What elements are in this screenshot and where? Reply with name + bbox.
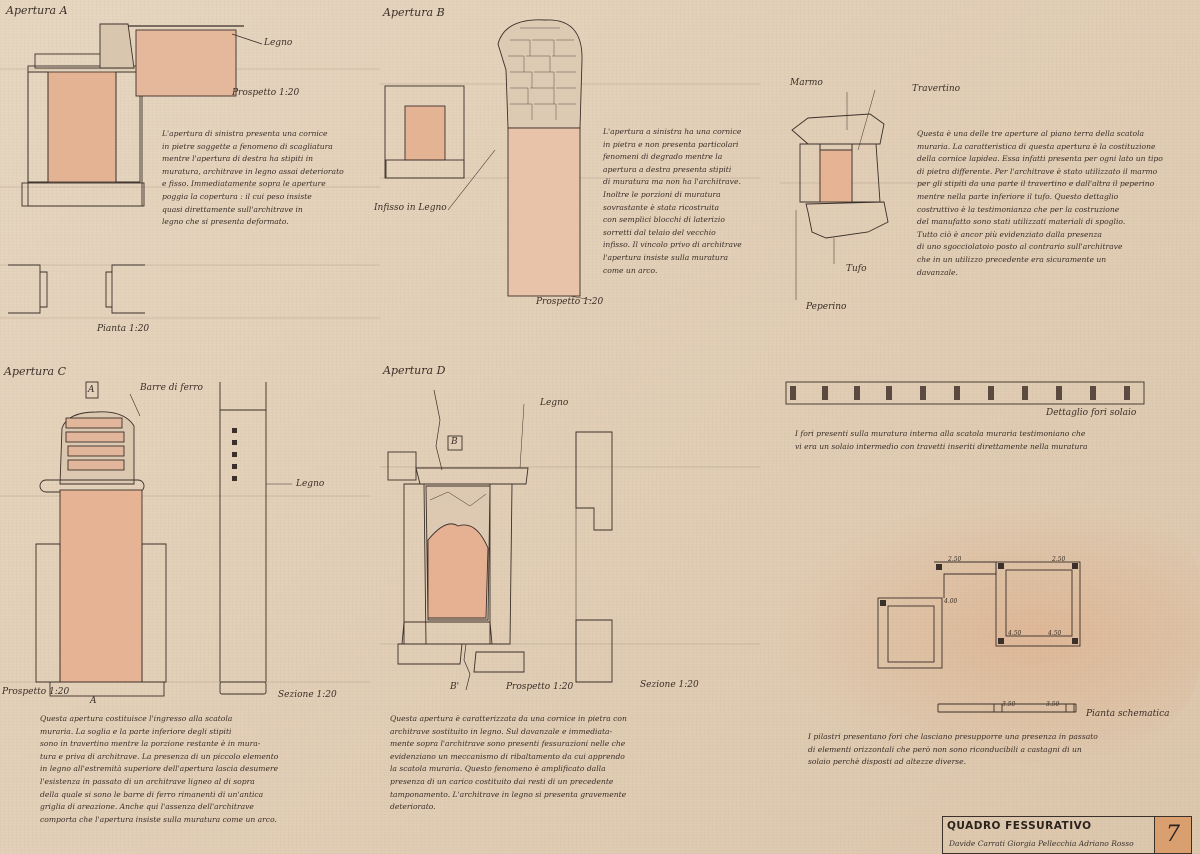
pianta-schematica-description: I pilastri presentano fori che lasciano … (808, 732, 1098, 767)
apertura-d-mark-b-top: B (451, 437, 458, 447)
apertura-a-title: Apertura A (6, 4, 68, 17)
apertura-c-sezione-label: Sezione 1:20 (278, 690, 337, 700)
apertura-b-prospetto-label: Prospetto 1:20 (536, 297, 604, 307)
apertura-c-prospetto-label: Prospetto 1:20 (2, 687, 70, 697)
apertura-d-title: Apertura D (383, 364, 446, 377)
apertura-marmo-description: Questa è una delle tre aperture al piano… (917, 129, 1163, 277)
pianta-dim-2: 2.50 (1052, 556, 1066, 563)
pianta-dim-1: 2.50 (948, 556, 962, 563)
pianta-dim-4: 4.50 (1008, 630, 1022, 637)
authors: Davide Carrati Giorgia Pellecchia Adrian… (949, 839, 1134, 848)
apertura-b-drawing (384, 19, 593, 301)
apertura-b-infisso-label: Infisso in Legno (374, 203, 447, 213)
apertura-c-mark-a-top: A (88, 385, 95, 395)
apertura-c-barre-label: Barre di ferro (140, 383, 203, 393)
apertura-a-description: L'apertura di sinistra presenta una corn… (162, 129, 344, 227)
pianta-schematica-drawing (877, 561, 1081, 713)
apertura-d-drawing (387, 389, 613, 691)
sheet-number: 7 (1154, 817, 1191, 853)
apertura-c-drawing (35, 381, 292, 697)
apertura-d-prospetto-label: Prospetto 1:20 (506, 682, 574, 692)
apertura-b-title: Apertura B (383, 6, 445, 19)
travertino-label: Travertino (912, 84, 961, 94)
apertura-d-legno-label: Legno (540, 398, 569, 408)
apertura-marmo-drawing (791, 89, 889, 300)
pianta-schematica-label: Pianta schematica (1086, 709, 1170, 719)
apertura-a-pianta-label: Pianta 1:20 (97, 324, 150, 334)
apertura-d-sezione-label: Sezione 1:20 (640, 680, 699, 690)
apertura-a-drawing (8, 23, 263, 314)
dettaglio-fori-label: Dettaglio fori solaio (1046, 408, 1137, 418)
pianta-dim-5: 4.50 (1048, 630, 1062, 637)
sheet-title: QUADRO FESSURATIVO (947, 820, 1092, 832)
watercolor-stain (780, 500, 1200, 770)
pianta-dim-6: 3.50 (1002, 701, 1016, 708)
pianta-dim-7: 3.50 (1046, 701, 1060, 708)
apertura-c-description: Questa apertura costituisce l'ingresso a… (40, 714, 279, 824)
apertura-c-title: Apertura C (4, 365, 66, 378)
apertura-c-mark-a-bottom: A (90, 696, 97, 706)
apertura-c-legno-label: Legno (296, 479, 325, 489)
pianta-dim-3: 4.00 (944, 598, 958, 605)
title-block: QUADRO FESSURATIVO Davide Carrati Giorgi… (942, 816, 1192, 854)
dettaglio-fori-description: I fori presenti sulla muratura interna a… (795, 429, 1088, 451)
apertura-d-description: Questa apertura è caratterizzata da una … (390, 714, 627, 812)
dettaglio-fori-drawing (785, 381, 1145, 405)
peperino-label: Peperino (806, 302, 847, 312)
tufo-label: Tufo (846, 264, 867, 274)
apertura-d-mark-b-bottom: B' (450, 682, 460, 692)
marmo-label: Marmo (790, 78, 823, 88)
apertura-a-legno-label: Legno (264, 38, 293, 48)
apertura-a-prospetto-label: Prospetto 1:20 (232, 88, 300, 98)
